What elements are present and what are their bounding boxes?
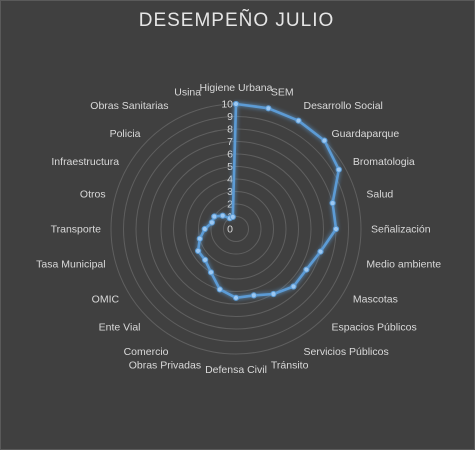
category-label: Policia (110, 128, 141, 140)
data-point (270, 290, 277, 298)
category-label: Mascotas (353, 294, 398, 306)
grid-ring (160, 153, 312, 305)
category-label: Guardaparque (332, 128, 400, 140)
category-label: Bromatologia (353, 156, 415, 168)
category-label: Servicios Públicos (304, 346, 389, 358)
category-label: Señalización (371, 224, 431, 236)
grid-ring (223, 216, 249, 242)
tick-label: 7 (227, 136, 233, 148)
data-point (329, 200, 336, 207)
grid-ring (123, 116, 349, 342)
data-point (332, 225, 340, 233)
grid-ring (210, 203, 262, 255)
data-point (202, 256, 209, 263)
tick-label: 2 (227, 199, 233, 211)
series-layer (195, 100, 342, 301)
grid-ring (173, 166, 299, 292)
data-point (201, 225, 208, 233)
category-label: Tasa Municipal (36, 258, 105, 270)
data-point (295, 117, 302, 124)
tick-label: 5 (227, 161, 233, 173)
data-point (195, 247, 202, 254)
data-point (208, 219, 215, 226)
category-label: Higiene Urbana (200, 82, 273, 94)
category-label: Ente Vial (99, 322, 141, 334)
data-point (321, 137, 328, 144)
data-point (317, 248, 324, 255)
data-point (229, 213, 236, 220)
category-label: Defensa Civil (205, 364, 267, 376)
category-label: Medio ambiente (366, 258, 441, 270)
category-label: OMIC (92, 294, 120, 306)
category-label: Transporte (51, 224, 102, 236)
grid-ring (198, 191, 274, 267)
chart-title: DESEMPEÑO JULIO (138, 10, 335, 31)
data-point (250, 292, 257, 299)
data-point (211, 213, 218, 220)
category-label: Desarrollo Social (304, 100, 383, 112)
tick-label: 0 (227, 224, 233, 236)
data-point (232, 100, 240, 108)
tick-label: 3 (227, 186, 233, 198)
data-point (216, 286, 223, 293)
data-point (265, 105, 272, 112)
grid-ring (185, 178, 287, 280)
data-point (196, 235, 203, 242)
grid-ring (148, 141, 324, 317)
category-label: Comercio (124, 346, 169, 358)
tick-label: 9 (227, 111, 233, 123)
category-label: Obras Privadas (129, 359, 201, 371)
category-label: Obras Sanitarias (90, 100, 168, 112)
category-label: Otros (80, 189, 106, 201)
category-label: Tránsito (271, 359, 309, 371)
category-label: Infraestructura (51, 156, 119, 168)
category-label: SEM (271, 87, 294, 99)
series-line (196, 102, 341, 300)
data-point (303, 266, 310, 273)
data-point (219, 212, 226, 219)
tick-label: 4 (227, 174, 233, 186)
data-point (207, 269, 215, 276)
category-label: Salud (366, 189, 393, 201)
data-point (290, 283, 297, 290)
category-label: Espacios Públicos (332, 322, 417, 334)
tick-label: 8 (227, 124, 233, 136)
category-label: Usina (174, 87, 201, 99)
data-point (335, 166, 342, 173)
tick-label: 10 (221, 99, 233, 111)
data-point (232, 294, 240, 301)
tick-label: 6 (227, 149, 233, 161)
